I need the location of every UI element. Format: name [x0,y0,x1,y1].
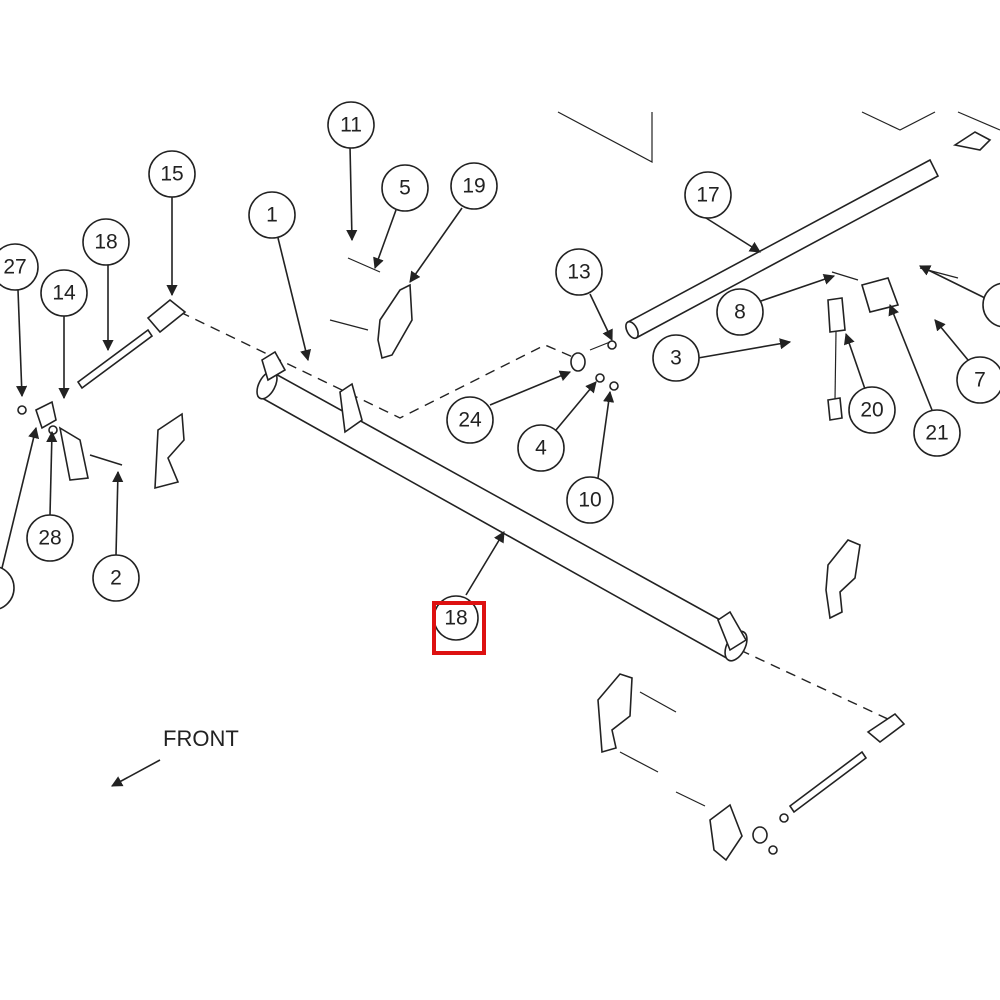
callout-24: 24 [446,396,494,444]
callout-partial-right [982,282,1000,328]
callout-label: 8 [734,301,746,324]
callout-20: 18 [82,218,130,266]
centerline [179,311,891,721]
left-rod [76,298,187,390]
front-label: FRONT [163,726,239,751]
callout-label: 5 [399,177,411,200]
frame-edges [557,111,1000,163]
callout-15: 15 [148,150,196,198]
callout-label: 1 [266,204,278,227]
callout-label: 13 [567,261,590,284]
callout-11: 11 [327,101,375,149]
callout-label: 10 [578,489,601,512]
callout-21: 19 [450,162,498,210]
right-hardware [827,267,959,421]
callout-label: 17 [696,184,719,207]
callout-2: 2 [92,554,140,602]
front-indicator: FRONT [111,726,239,787]
main-tube [256,350,748,662]
mid-fasteners [570,340,619,391]
callout-label: 11 [340,114,362,137]
callout-19: 17 [684,171,732,219]
callout-label: 3 [670,347,682,370]
callout-5: 5 [381,164,429,212]
callout-13: 13 [555,248,603,296]
left-hardware [17,400,185,490]
callout-partial-left [0,566,15,610]
callout-10: 10 [566,476,614,524]
callout-label: 20 [860,399,883,422]
highlight-box [432,601,486,655]
bracket-21 [329,257,413,360]
callout-8: 8 [716,288,764,336]
callout-label: 14 [52,282,76,305]
lower-right-assembly [597,673,906,862]
callout-label: 2 [110,567,122,590]
callout-label-18: 18 [444,607,467,630]
rear-tube [625,131,992,340]
callout-17: 20 [848,386,896,434]
callout-22: 21 [913,409,961,457]
callout-label: 24 [458,409,482,432]
callout-1: 1 [248,191,296,239]
callout-7: 7 [956,356,1000,404]
callout-label: 27 [3,256,26,279]
callout-4: 4 [517,424,565,472]
right-plate [825,539,861,620]
front-arrow [111,759,161,787]
callout-label: 15 [160,163,183,186]
leader-lines [1,145,986,596]
callout-27: 27 [0,243,39,291]
callout-label: 7 [974,369,986,392]
callout-label: 21 [925,422,948,445]
callout-label: 18 [94,231,117,254]
callout-3: 3 [652,334,700,382]
callout-label: 19 [462,175,485,198]
callout-14: 14 [40,269,88,317]
callout-label: 4 [535,437,547,460]
callout-18: 1818 [433,595,479,641]
callout-label: 28 [38,527,61,550]
callout-28: 28 [26,514,74,562]
